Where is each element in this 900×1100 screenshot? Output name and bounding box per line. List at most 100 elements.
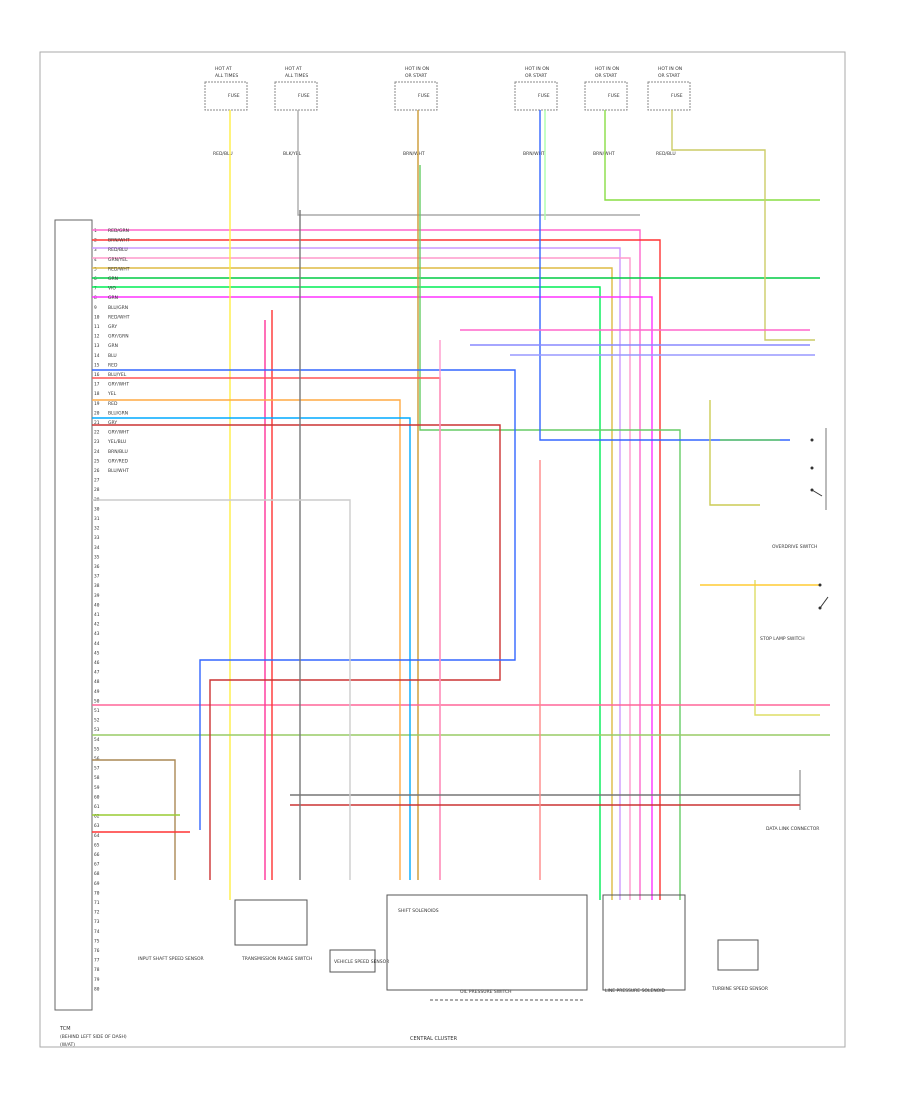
tcm-pin: 20 bbox=[94, 410, 100, 416]
tcm-pin: 58 bbox=[94, 775, 100, 781]
vss-box bbox=[329, 949, 376, 973]
power-source-label: HOT AT bbox=[285, 66, 302, 72]
tcm-pin: 34 bbox=[94, 545, 100, 551]
tcm-pin: 14 bbox=[94, 353, 100, 359]
tcm-pin: 68 bbox=[94, 871, 100, 877]
power-source-label: HOT AT bbox=[215, 66, 232, 72]
tcm-pin: 55 bbox=[94, 746, 100, 752]
power-source-label: HOT IN ON bbox=[658, 66, 682, 72]
tcm-pin: 11 bbox=[94, 324, 100, 330]
tcm-pin: 61 bbox=[94, 804, 100, 810]
tcm-wire-label: RED/GRN bbox=[108, 228, 129, 234]
tcm-pin: 28 bbox=[94, 487, 100, 493]
wire bbox=[92, 369, 516, 830]
tcm-wire-label: GRY bbox=[108, 420, 117, 426]
power-source-label: HOT IN ON bbox=[525, 66, 549, 72]
wire-label: BRN/WHT bbox=[403, 151, 425, 157]
tcm-pin: 40 bbox=[94, 602, 100, 608]
tcm-pin: 70 bbox=[94, 890, 100, 896]
tcm-pin: 49 bbox=[94, 689, 100, 695]
diagram-code: (W/AT) bbox=[60, 1042, 75, 1048]
range-switch-box bbox=[234, 899, 308, 946]
tcm-pin: 67 bbox=[94, 862, 100, 868]
tcm-pin: 22 bbox=[94, 430, 100, 436]
tcm-pin: 39 bbox=[94, 593, 100, 599]
wire bbox=[92, 424, 501, 880]
tcm-pin: 27 bbox=[94, 478, 100, 484]
tcm-wire-label: BLU/WHT bbox=[108, 468, 129, 474]
tcm-wire-label: GRN/YEL bbox=[108, 257, 128, 263]
tcm-pin: 12 bbox=[94, 334, 100, 340]
tcm-pin: 45 bbox=[94, 650, 100, 656]
tcm-wire-label: RED bbox=[108, 362, 118, 368]
wire bbox=[539, 110, 790, 441]
tcm-pin: 6 bbox=[94, 276, 97, 282]
tcm-pin: 37 bbox=[94, 574, 100, 580]
tcm-pin: 42 bbox=[94, 622, 100, 628]
tcm-pin: 47 bbox=[94, 670, 100, 676]
tcm-pin: 16 bbox=[94, 372, 100, 378]
ground-label: CENTRAL CLUSTER bbox=[410, 1036, 458, 1042]
wire bbox=[297, 110, 640, 216]
tcm-pin: 69 bbox=[94, 881, 100, 887]
tcm-pin-list: 1234567891011121314151617181920212223242… bbox=[94, 228, 100, 992]
overdrive-switch-label: OVERDRIVE SWITCH bbox=[772, 544, 817, 550]
stop-lamp-switch: STOP LAMP SWITCH bbox=[760, 583, 829, 642]
tcm-wire-label: BLU/YEL bbox=[108, 372, 127, 378]
tcm-pin: 75 bbox=[94, 938, 100, 944]
tcm-pin: 62 bbox=[94, 814, 100, 820]
tcm-pin: 56 bbox=[94, 756, 100, 762]
tcm-pin: 21 bbox=[94, 420, 100, 426]
tcm-pin: 44 bbox=[94, 641, 100, 647]
wire-label: BRN/WHT bbox=[523, 151, 545, 157]
tcm-pin: 10 bbox=[94, 314, 100, 320]
tcm-pin: 24 bbox=[94, 449, 100, 455]
power-source-sub: ALL TIMES bbox=[215, 73, 238, 79]
fuse-label: FUSE bbox=[608, 93, 620, 99]
solenoid-group-label: SHIFT SOLENOIDS bbox=[398, 908, 439, 914]
tcm-pin: 50 bbox=[94, 698, 100, 704]
tcm-pin: 66 bbox=[94, 852, 100, 858]
tcm-pin: 18 bbox=[94, 391, 100, 397]
tcm-pin: 52 bbox=[94, 718, 100, 724]
wire bbox=[671, 110, 815, 341]
wire-labels: RED/GRNBRN/WHTRED/BLUGRN/YELRED/WHTGRNVI… bbox=[107, 228, 130, 474]
wire bbox=[604, 110, 820, 201]
tcm-pin: 51 bbox=[94, 708, 100, 714]
wire bbox=[92, 247, 621, 900]
tcm-wire-label: RED/WHT bbox=[108, 314, 130, 320]
line-pressure-box bbox=[602, 894, 686, 991]
wire bbox=[92, 499, 351, 880]
tcm-sub-label: (BEHIND LEFT SIDE OF DASH) bbox=[60, 1034, 127, 1040]
data-link-connector: DATA LINK CONNECTOR bbox=[766, 770, 819, 832]
wire bbox=[709, 400, 760, 506]
tcm-wire-label: RED/BLU bbox=[108, 247, 128, 253]
fuse-label: FUSE bbox=[228, 93, 240, 99]
tcm-pin: 57 bbox=[94, 766, 100, 772]
power-source-sub: OR START bbox=[595, 73, 617, 79]
tcm-pin: 65 bbox=[94, 842, 100, 848]
power-source-sub: ALL TIMES bbox=[285, 73, 308, 79]
overdrive-switch: OVERDRIVE SWITCH bbox=[772, 428, 827, 550]
tcm-wire-label: GRY/WHT bbox=[108, 382, 129, 388]
power-source-sub: OR START bbox=[405, 73, 427, 79]
power-source-sub: OR START bbox=[658, 73, 680, 79]
tcm-pin: 25 bbox=[94, 458, 100, 464]
tcm-wire-label: BRN/BLU bbox=[108, 449, 128, 455]
tcm-pin: 30 bbox=[94, 506, 100, 512]
tcm-pin: 80 bbox=[94, 986, 100, 992]
wire bbox=[92, 759, 176, 880]
turbine-sensor-label: TURBINE SPEED SENSOR bbox=[711, 986, 768, 992]
range-switch-label: TRANSMISSION RANGE SWITCH bbox=[241, 956, 312, 962]
turbine-sensor-box bbox=[717, 939, 759, 971]
oil-pressure-label: OIL PRESSURE SWITCH bbox=[460, 989, 512, 995]
wire bbox=[92, 267, 613, 900]
power-source-label: HOT IN ON bbox=[595, 66, 619, 72]
tcm-pin: 64 bbox=[94, 833, 100, 839]
wire bbox=[419, 165, 681, 900]
